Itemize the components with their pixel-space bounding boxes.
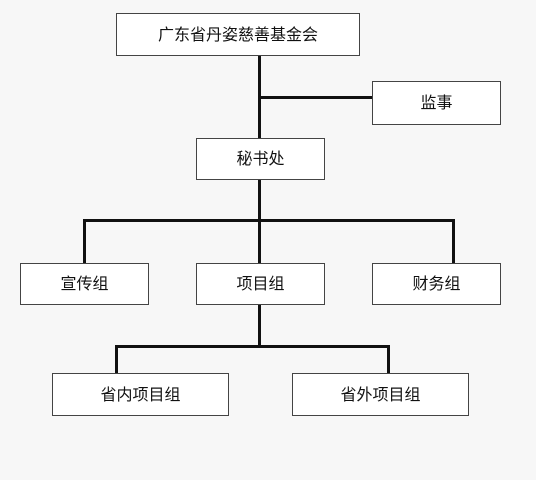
node-secretariat-label: 秘书处 bbox=[236, 149, 285, 168]
node-domestic-project-group: 省内项目组 bbox=[52, 373, 229, 416]
node-overseas-project-group-label: 省外项目组 bbox=[340, 384, 421, 404]
node-project-group-label: 项目组 bbox=[236, 274, 285, 293]
connector-to-project-group bbox=[258, 219, 261, 264]
node-secretariat: 秘书处 bbox=[196, 138, 325, 180]
connector-to-domestic-project-group bbox=[115, 345, 118, 374]
node-foundation: 广东省丹姿慈善基金会 bbox=[116, 13, 360, 56]
node-finance-group-label: 财务组 bbox=[412, 274, 461, 293]
connector-third-level-bus bbox=[115, 345, 390, 348]
connector-to-overseas-project-group bbox=[387, 345, 390, 374]
node-project-group: 项目组 bbox=[196, 263, 325, 305]
connector-project-trunk bbox=[258, 305, 261, 348]
node-overseas-project-group: 省外项目组 bbox=[292, 373, 469, 416]
connector-second-level-bus bbox=[83, 219, 455, 222]
node-publicity-group-label: 宣传组 bbox=[60, 274, 109, 293]
node-publicity-group: 宣传组 bbox=[20, 263, 149, 305]
node-supervisor-label: 监事 bbox=[420, 93, 453, 112]
node-foundation-label: 广东省丹姿慈善基金会 bbox=[157, 24, 318, 44]
node-domestic-project-group-label: 省内项目组 bbox=[100, 384, 181, 404]
connector-secretariat-trunk bbox=[258, 180, 261, 222]
connector-trunk-to-supervisor bbox=[258, 96, 373, 99]
connector-to-finance-group bbox=[452, 219, 455, 264]
connector-to-publicity-group bbox=[83, 219, 86, 264]
node-finance-group: 财务组 bbox=[372, 263, 501, 305]
node-supervisor: 监事 bbox=[372, 81, 501, 125]
